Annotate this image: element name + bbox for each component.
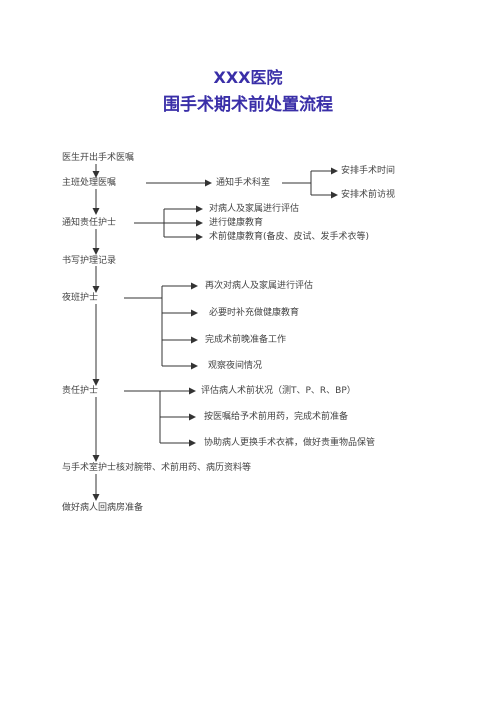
step-resp-nurse: 责任护士 xyxy=(62,386,99,396)
step-return-prep: 做好病人回病房准备 xyxy=(62,503,144,513)
step-verify: 与手术室护士核对腕带、术前用药、病历资料等 xyxy=(62,463,252,473)
node-arrange-visit: 安排术前访视 xyxy=(341,190,396,200)
step-doctor-order: 医生开出手术医嘱 xyxy=(62,153,135,163)
hospital-title: XXX医院 xyxy=(213,68,283,87)
step-notify-nurse: 通知责任护士 xyxy=(62,218,117,228)
node-arrange-time: 安排手术时间 xyxy=(341,166,396,176)
node-supp-edu: 必要时补充做健康教育 xyxy=(209,308,300,318)
node-observe: 观察夜间情况 xyxy=(208,361,263,371)
node-preop-edu: 术前健康教育(备皮、皮试、发手术衣等) xyxy=(209,232,370,242)
step-handle-order: 主班处理医嘱 xyxy=(62,178,117,188)
node-eval-status: 评估病人术前状况（测T、P、R、BP） xyxy=(201,386,356,396)
node-edu: 进行健康教育 xyxy=(209,218,264,228)
node-give-meds: 按医嘱给予术前用药，完成术前准备 xyxy=(204,412,349,422)
step-nursing-record: 书写护理记录 xyxy=(62,256,117,266)
node-assist: 协助病人更换手术衣裤，做好贵重物品保管 xyxy=(204,438,376,448)
process-title: 围手术期术前处置流程 xyxy=(163,95,333,115)
node-assess: 对病人及家属进行评估 xyxy=(209,204,300,214)
node-notify-or: 通知手术科室 xyxy=(216,178,271,188)
node-night-prep: 完成术前晚准备工作 xyxy=(205,335,287,345)
step-night-nurse: 夜班护士 xyxy=(62,293,99,303)
node-reassess: 再次对病人及家属进行评估 xyxy=(205,281,314,291)
